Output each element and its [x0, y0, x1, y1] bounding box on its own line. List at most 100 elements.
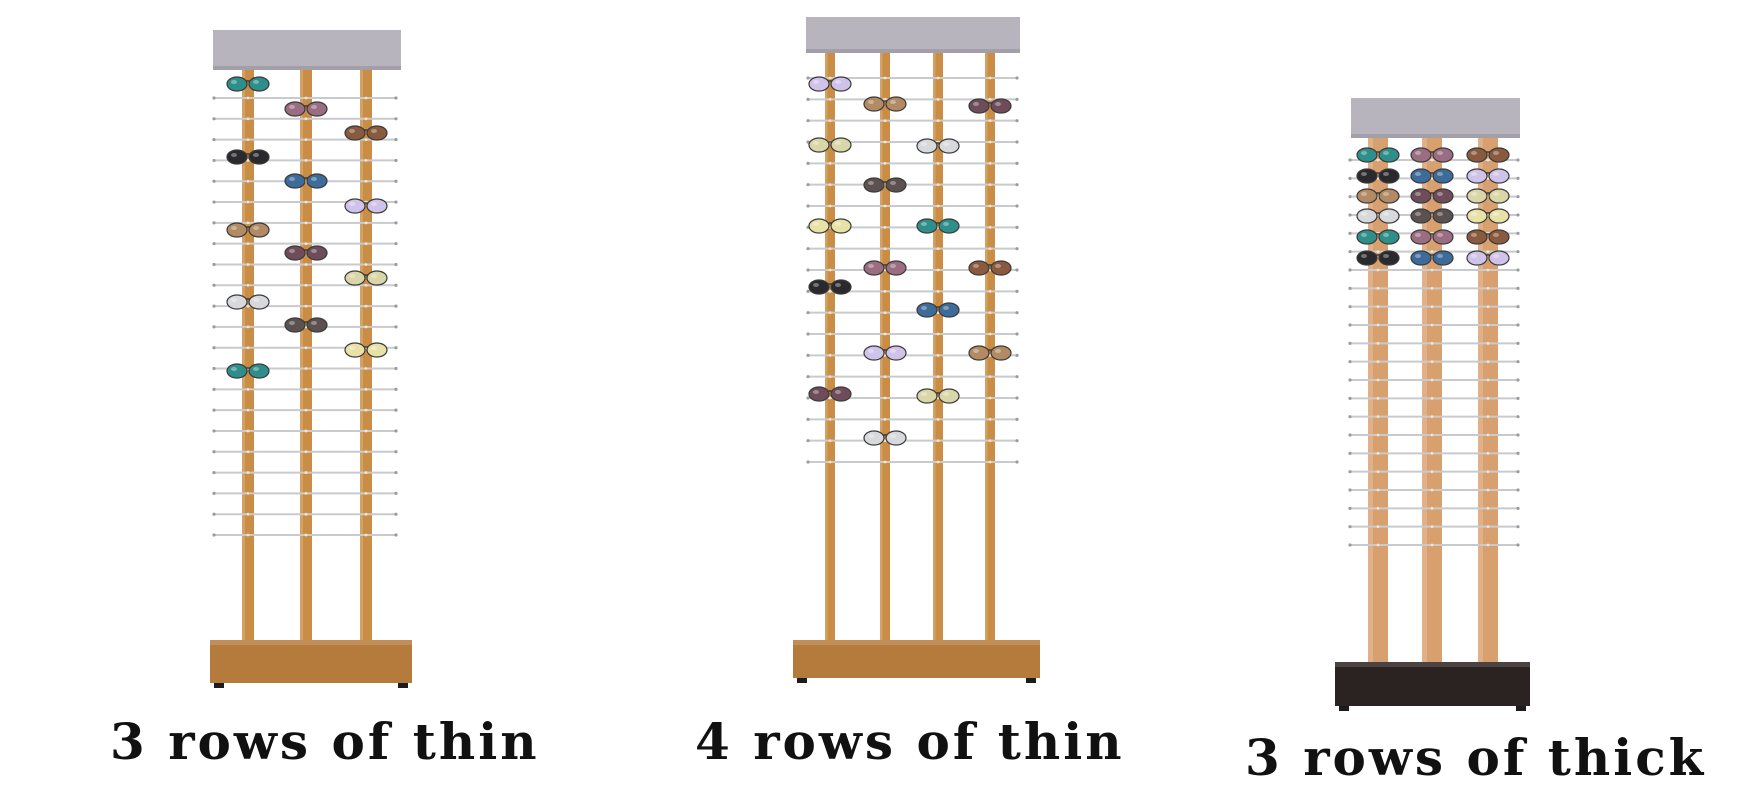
- sunglasses-lens: [885, 345, 907, 361]
- rod-hook: [883, 311, 887, 315]
- wood-post: [1422, 138, 1442, 678]
- sunglasses-lens: [885, 96, 907, 112]
- post-highlight: [933, 53, 936, 650]
- rod-hook: [936, 353, 940, 357]
- sunglasses: [226, 222, 270, 238]
- rack-base: [793, 640, 1040, 678]
- rod-end: [806, 311, 810, 315]
- sunglasses-lens: [808, 137, 830, 153]
- base-foot: [214, 683, 224, 688]
- lens-glare: [921, 306, 927, 310]
- rod-end: [212, 283, 216, 287]
- rod-hook: [828, 247, 832, 251]
- rod-hook: [304, 304, 308, 308]
- rod-hook: [828, 396, 832, 400]
- rod-hook: [883, 460, 887, 464]
- rod-end: [212, 158, 216, 163]
- sunglasses-lens: [1378, 250, 1400, 266]
- wood-post: [933, 53, 943, 650]
- lens-glare: [973, 264, 979, 268]
- sunglasses-lens: [916, 302, 938, 318]
- lens-glare: [1383, 254, 1389, 258]
- sunglasses-lens: [938, 388, 960, 404]
- rod-hook: [936, 417, 940, 421]
- rod-hook: [364, 179, 368, 183]
- rod-end: [1516, 176, 1520, 180]
- rod-end: [1015, 353, 1019, 357]
- rod-hook: [246, 471, 250, 474]
- rod-end: [1348, 360, 1352, 364]
- rod-end: [212, 512, 216, 516]
- rod-hook: [988, 204, 992, 208]
- rod-hook: [988, 396, 992, 400]
- rod-end: [212, 221, 216, 225]
- rod-end: [1015, 417, 1019, 421]
- sunglasses-lens: [344, 125, 366, 141]
- rod-end: [1348, 488, 1352, 492]
- rod-end: [1516, 231, 1520, 235]
- lens-glare: [921, 392, 927, 396]
- rod-hook: [1376, 286, 1380, 290]
- caption-rack-3: 3 rows of thick: [1245, 728, 1707, 787]
- lens-glare: [835, 283, 841, 287]
- rod-hook: [1376, 341, 1380, 345]
- sunglasses-lens: [885, 430, 907, 446]
- sunglasses: [1356, 208, 1400, 224]
- sunglasses: [1356, 188, 1400, 204]
- header-panel-edge: [806, 49, 1020, 53]
- lens-glare: [1361, 212, 1367, 216]
- rod-hook: [304, 263, 308, 266]
- sunglasses: [916, 138, 960, 154]
- lens-glare: [890, 181, 896, 185]
- rod-hook: [828, 289, 832, 293]
- rod-hook: [936, 375, 940, 379]
- sunglasses-lens: [248, 76, 270, 92]
- sunglasses-lens: [306, 101, 328, 117]
- sunglasses: [1410, 147, 1454, 163]
- rod-hook: [988, 460, 992, 464]
- rod-end: [1348, 506, 1352, 510]
- rod-hook: [936, 183, 940, 187]
- lens-glare: [371, 202, 377, 206]
- rod-hook: [936, 97, 940, 101]
- rod-end: [1348, 378, 1352, 382]
- rod-hook: [936, 161, 940, 165]
- rod-hook: [988, 247, 992, 251]
- lens-glare: [1415, 151, 1421, 155]
- sunglasses-lens: [1488, 208, 1510, 224]
- lens-glare: [868, 349, 874, 353]
- sunglasses-lens: [1432, 188, 1454, 204]
- sunglasses-lens: [863, 345, 885, 361]
- rod-end: [212, 138, 216, 142]
- sunglasses: [284, 101, 328, 117]
- rod-end: [1516, 470, 1520, 474]
- rod-end: [806, 140, 810, 144]
- rod-hook: [883, 375, 887, 379]
- rod-end: [394, 429, 398, 433]
- sunglasses-lens: [990, 98, 1012, 114]
- sunglasses-lens: [830, 386, 852, 402]
- lens-glare: [1383, 212, 1389, 216]
- post-highlight: [242, 70, 245, 645]
- sunglasses: [1466, 188, 1510, 204]
- rod-hook: [1430, 415, 1434, 419]
- rod-hook: [364, 471, 368, 474]
- lens-glare: [311, 249, 317, 253]
- rod-hook: [828, 161, 832, 165]
- rod-hook: [988, 161, 992, 165]
- rod-end: [1516, 415, 1520, 419]
- lens-glare: [231, 367, 237, 371]
- sunglasses: [344, 125, 388, 141]
- lens-glare: [973, 349, 979, 353]
- wood-post: [242, 70, 254, 645]
- sunglasses-lens: [284, 245, 306, 261]
- sunglasses-lens: [1356, 229, 1378, 245]
- lens-glare: [1471, 254, 1477, 258]
- sunglasses-lens: [1356, 208, 1378, 224]
- rod-end: [1015, 76, 1019, 80]
- rod-hook: [1486, 268, 1490, 272]
- rod-hook: [828, 332, 832, 336]
- rod-hook: [1486, 488, 1490, 492]
- lens-glare: [289, 177, 295, 181]
- rod-end: [212, 450, 216, 454]
